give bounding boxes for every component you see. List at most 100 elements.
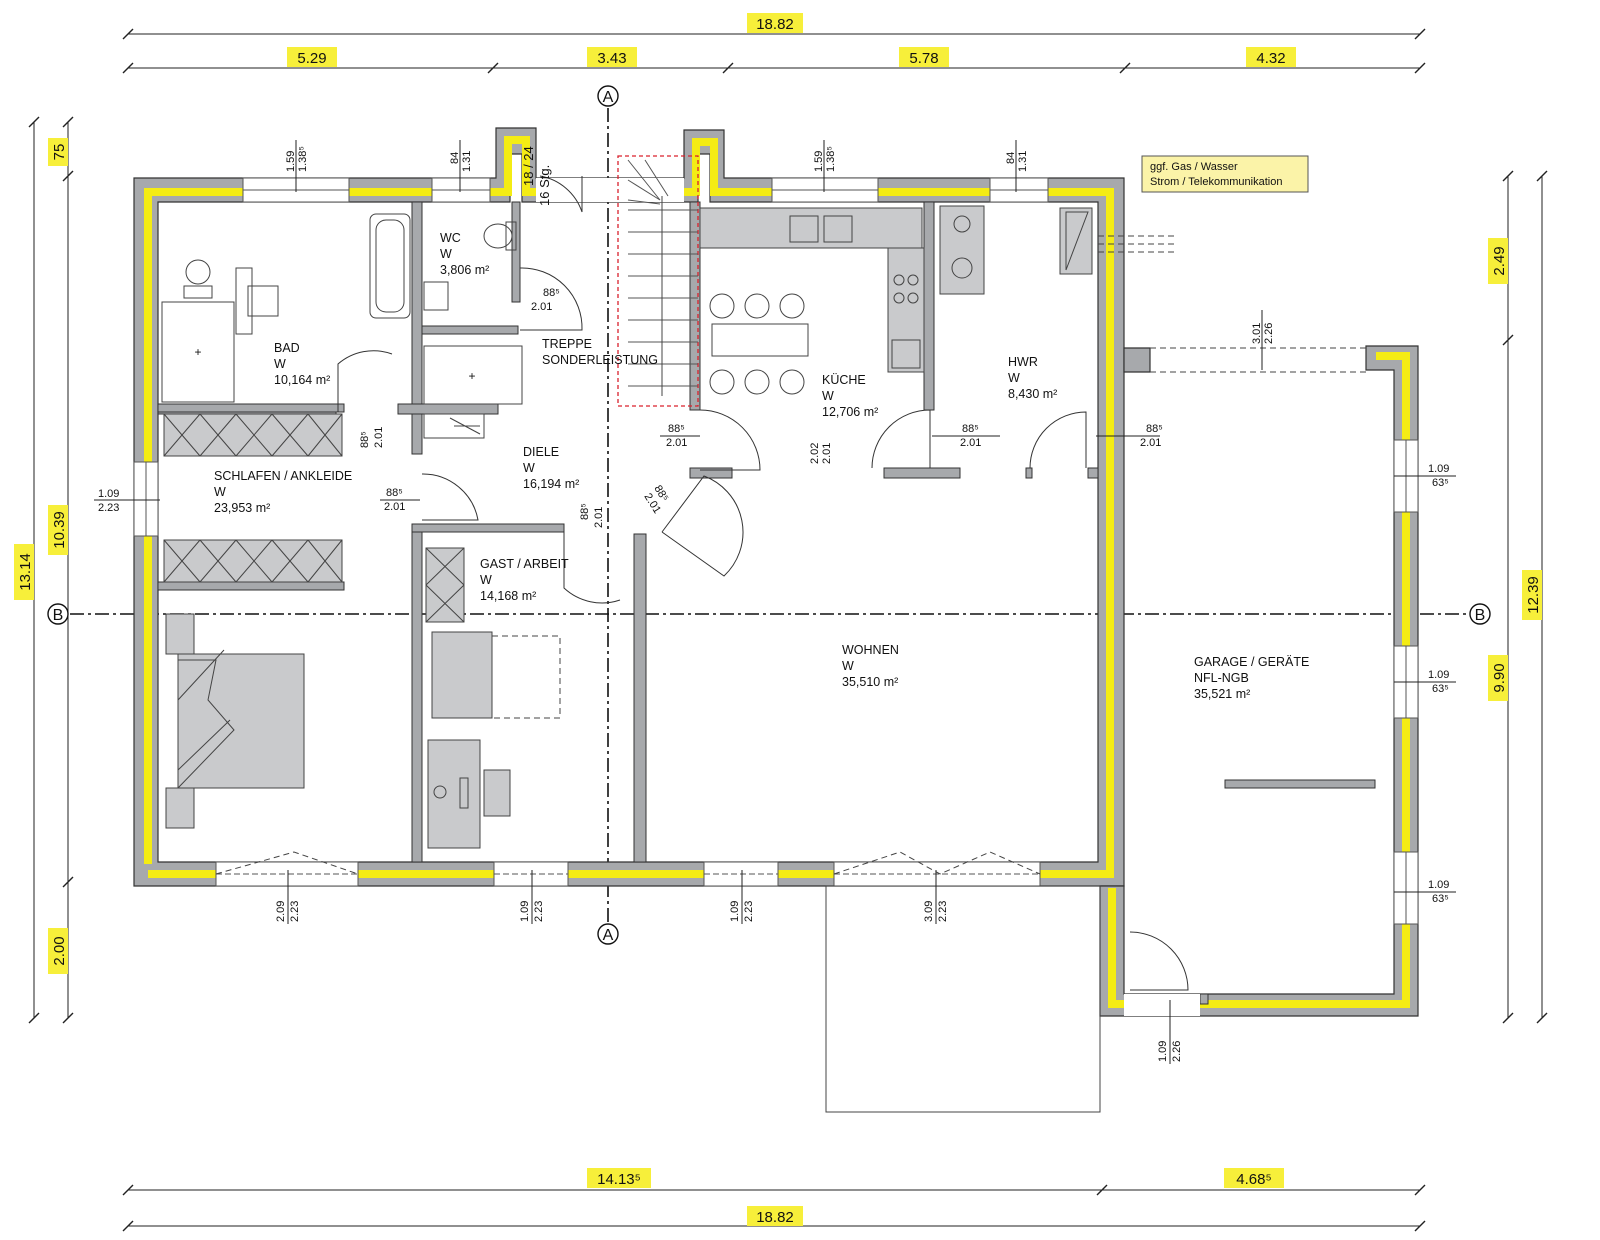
opening-win-garage-3: 1.09 63⁵ <box>1394 879 1456 905</box>
opening-win-hwr: 84 1.31 <box>1005 140 1029 192</box>
svg-text:WOHNEN: WOHNEN <box>842 643 899 657</box>
section-marker-a-top: A <box>597 85 619 107</box>
dim-left-seg-3: 2.00 <box>51 936 68 965</box>
svg-text:3.01: 3.01 <box>1251 323 1263 344</box>
svg-text:NFL-NGB: NFL-NGB <box>1194 671 1249 685</box>
dim-left-total: 13.14 <box>17 553 34 591</box>
svg-text:2.23: 2.23 <box>937 901 949 922</box>
svg-text:88⁵: 88⁵ <box>668 423 685 435</box>
dimension-chains: 18.82 5.29 3.43 5.78 4.32 14.13⁵ 4.68⁵ 1… <box>14 13 1548 1232</box>
svg-text:2.01: 2.01 <box>593 507 605 528</box>
section-marker-b-right: B <box>1469 603 1491 625</box>
svg-text:2.01: 2.01 <box>666 437 687 449</box>
svg-text:+: + <box>194 345 201 359</box>
svg-text:1.31: 1.31 <box>1017 151 1029 172</box>
room-label-hwr: HWR W 8,430 m² <box>1008 355 1057 401</box>
svg-text:35,510 m²: 35,510 m² <box>842 675 898 689</box>
dim-top-total: 18.82 <box>756 16 794 33</box>
section-lines <box>70 108 1480 924</box>
svg-text:GARAGE / GERÄTE: GARAGE / GERÄTE <box>1194 655 1309 669</box>
svg-text:88⁵: 88⁵ <box>962 423 979 435</box>
svg-text:1.38⁵: 1.38⁵ <box>297 146 309 172</box>
opening-door-diele-e: 88⁵ 2.01 <box>641 483 670 516</box>
svg-text:1.09: 1.09 <box>1428 879 1449 891</box>
svg-text:KÜCHE: KÜCHE <box>822 373 866 387</box>
svg-text:2.01: 2.01 <box>384 501 405 513</box>
opening-labels: 1.59 1.38⁵ 84 1.31 1.59 1.38⁵ 84 1.31 3.… <box>94 140 1456 1064</box>
svg-text:DIELE: DIELE <box>523 445 559 459</box>
dim-left-seg-2: 10.39 <box>51 511 68 549</box>
svg-text:HWR: HWR <box>1008 355 1038 369</box>
svg-text:1.09: 1.09 <box>1428 669 1449 681</box>
svg-text:63⁵: 63⁵ <box>1432 477 1449 489</box>
dim-top-seg-1: 5.29 <box>297 50 326 67</box>
svg-text:1.59: 1.59 <box>813 151 825 172</box>
opening-kueche-open: 2.02 2.01 <box>809 443 833 464</box>
svg-text:12,706 m²: 12,706 m² <box>822 405 878 419</box>
svg-text:16 Stg.: 16 Stg. <box>537 165 552 206</box>
svg-text:3.09: 3.09 <box>923 901 935 922</box>
svg-text:2.23: 2.23 <box>289 901 301 922</box>
svg-text:23,953 m²: 23,953 m² <box>214 501 270 515</box>
opening-win-kueche: 1.59 1.38⁵ <box>813 140 837 192</box>
room-label-kueche: KÜCHE W 12,706 m² <box>822 373 878 419</box>
svg-text:1.09: 1.09 <box>1428 463 1449 475</box>
room-label-garage: GARAGE / GERÄTE NFL-NGB 35,521 m² <box>1194 655 1309 701</box>
furniture: + + <box>161 205 1366 1113</box>
svg-text:W: W <box>822 389 834 403</box>
svg-text:1.31: 1.31 <box>461 151 473 172</box>
svg-text:SCHLAFEN / ANKLEIDE: SCHLAFEN / ANKLEIDE <box>214 469 352 483</box>
svg-text:A: A <box>603 927 614 944</box>
opening-door-diele-w: 88⁵ 2.01 <box>579 503 605 528</box>
svg-text:1.09: 1.09 <box>1157 1041 1169 1062</box>
room-label-treppe: TREPPE SONDERLEISTUNG <box>542 337 658 367</box>
svg-text:W: W <box>523 461 535 475</box>
svg-text:2.23: 2.23 <box>98 502 119 514</box>
dim-top-seg-4: 4.32 <box>1256 50 1285 67</box>
opening-door-bad: 88⁵ 2.01 <box>359 427 385 448</box>
svg-text:8,430 m²: 8,430 m² <box>1008 387 1057 401</box>
opening-garage-top: 3.01 2.26 <box>1251 310 1275 370</box>
svg-text:2.01: 2.01 <box>531 301 552 313</box>
room-label-bad: BAD W 10,164 m² <box>274 341 330 387</box>
svg-text:B: B <box>1475 607 1486 624</box>
svg-text:35,521 m²: 35,521 m² <box>1194 687 1250 701</box>
svg-text:W: W <box>1008 371 1020 385</box>
opening-door-garage: 88⁵ 2.01 <box>1096 423 1163 449</box>
svg-text:2.09: 2.09 <box>275 901 287 922</box>
room-label-schlafen: SCHLAFEN / ANKLEIDE W 23,953 m² <box>214 469 352 515</box>
stair-label: 18 / 24 16 Stg. <box>521 146 552 206</box>
dim-top-seg-2: 3.43 <box>597 50 626 67</box>
svg-text:2.01: 2.01 <box>960 437 981 449</box>
svg-text:W: W <box>842 659 854 673</box>
opening-door-kueche: 88⁵ 2.01 <box>660 423 700 449</box>
svg-text:88⁵: 88⁵ <box>1146 423 1163 435</box>
note-line-1: ggf. Gas / Wasser <box>1150 161 1238 173</box>
svg-text:2.02: 2.02 <box>809 443 821 464</box>
svg-text:84: 84 <box>1005 152 1017 164</box>
svg-text:18 / 24: 18 / 24 <box>521 146 536 186</box>
svg-text:88⁵: 88⁵ <box>386 487 403 499</box>
room-label-wc: WC W 3,806 m² <box>440 231 489 277</box>
svg-text:84: 84 <box>449 152 461 164</box>
room-label-wohnen: WOHNEN W 35,510 m² <box>842 643 899 689</box>
svg-text:1.59: 1.59 <box>285 151 297 172</box>
svg-text:SONDERLEISTUNG: SONDERLEISTUNG <box>542 353 658 367</box>
svg-text:+: + <box>468 369 475 383</box>
svg-text:TREPPE: TREPPE <box>542 337 592 351</box>
dim-bottom-seg-2: 4.68⁵ <box>1236 1171 1271 1188</box>
stairs <box>617 155 699 407</box>
interior-walls <box>157 201 1099 863</box>
opening-door-garage-side: 1.09 2.26 <box>1157 1000 1183 1064</box>
svg-text:2.01: 2.01 <box>821 443 833 464</box>
door-swings <box>215 175 1189 991</box>
opening-win-bad: 1.59 1.38⁵ <box>285 140 309 192</box>
svg-text:2.01: 2.01 <box>1140 437 1161 449</box>
svg-text:88⁵: 88⁵ <box>359 431 371 448</box>
exterior-walls <box>133 127 1419 1017</box>
svg-text:2.26: 2.26 <box>1171 1041 1183 1062</box>
dim-right-total: 12.39 <box>1525 576 1542 614</box>
section-marker-a-bottom: A <box>597 923 619 945</box>
svg-text:W: W <box>274 357 286 371</box>
